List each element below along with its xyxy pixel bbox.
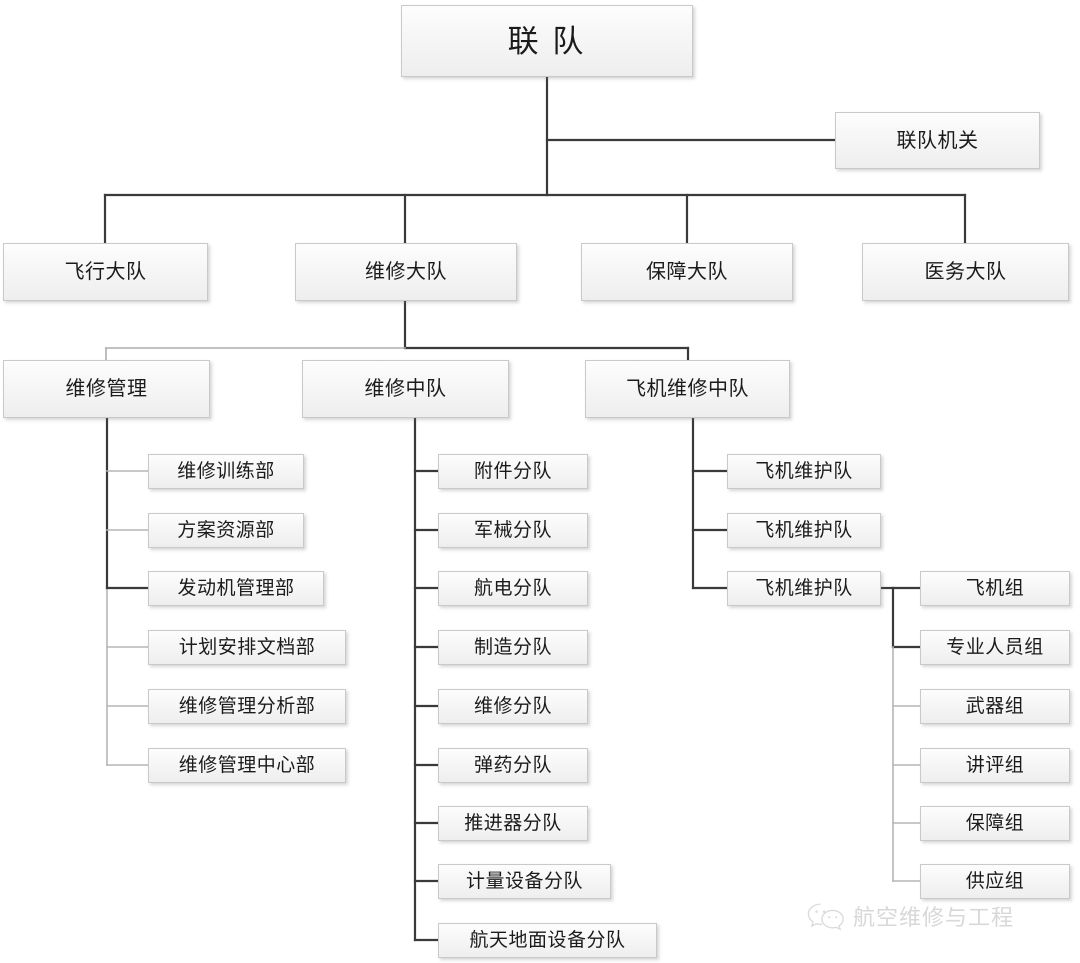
leaf-as-1-label: 飞机维护队 <box>755 520 853 541</box>
leaf-team-2-label: 武器组 <box>965 696 1025 717</box>
leaf-as-0[interactable]: 飞机维护队 <box>727 454 881 489</box>
leaf-mm-1-label: 方案资源部 <box>177 520 275 541</box>
leaf-mm-4-label: 维修管理分析部 <box>178 696 316 717</box>
node-aircraft-maintenance-squadron[interactable]: 飞机维修中队 <box>585 360 790 418</box>
watermark: 航空维修与工程 <box>806 900 1014 932</box>
leaf-team-0-label: 飞机组 <box>965 578 1025 599</box>
node-root[interactable]: 联 队 <box>401 5 693 77</box>
node-aircraft-maintenance-squadron-label: 飞机维修中队 <box>626 378 749 400</box>
leaf-team-0[interactable]: 飞机组 <box>920 571 1070 606</box>
leaf-as-0-label: 飞机维护队 <box>755 461 853 482</box>
leaf-ms-0-label: 附件分队 <box>473 461 552 482</box>
leaf-mm-4[interactable]: 维修管理分析部 <box>148 689 346 724</box>
leaf-ms-5[interactable]: 弹药分队 <box>438 748 588 783</box>
leaf-ms-0[interactable]: 附件分队 <box>438 454 588 489</box>
node-maintenance-management-label: 维修管理 <box>65 378 148 400</box>
leaf-ms-5-label: 弹药分队 <box>473 755 552 776</box>
leaf-as-2-label: 飞机维护队 <box>755 578 853 599</box>
leaf-team-3[interactable]: 讲评组 <box>920 748 1070 783</box>
leaf-mm-2-label: 发动机管理部 <box>177 578 295 599</box>
leaf-mm-3[interactable]: 计划安排文档部 <box>148 630 346 665</box>
node-medical-group[interactable]: 医务大队 <box>862 243 1069 301</box>
leaf-ms-8-label: 航天地面设备分队 <box>469 930 626 951</box>
leaf-ms-6[interactable]: 推进器分队 <box>438 806 588 841</box>
leaf-mm-1[interactable]: 方案资源部 <box>148 513 304 548</box>
leaf-mm-0[interactable]: 维修训练部 <box>148 454 304 489</box>
node-maintenance-management[interactable]: 维修管理 <box>3 360 210 418</box>
leaf-ms-4[interactable]: 维修分队 <box>438 689 588 724</box>
leaf-mm-5-label: 维修管理中心部 <box>178 755 316 776</box>
leaf-team-5[interactable]: 供应组 <box>920 864 1070 899</box>
leaf-ms-7[interactable]: 计量设备分队 <box>438 864 611 899</box>
leaf-team-1-label: 专业人员组 <box>946 637 1044 658</box>
leaf-mm-0-label: 维修训练部 <box>177 461 275 482</box>
node-staff-label: 联队机关 <box>896 129 979 152</box>
leaf-ms-1-label: 军械分队 <box>473 520 552 541</box>
leaf-ms-3-label: 制造分队 <box>473 637 552 658</box>
leaf-as-2[interactable]: 飞机维护队 <box>727 571 881 606</box>
leaf-ms-3[interactable]: 制造分队 <box>438 630 588 665</box>
node-flight-group[interactable]: 飞行大队 <box>3 243 208 301</box>
leaf-team-4-label: 保障组 <box>965 813 1025 834</box>
watermark-text: 航空维修与工程 <box>853 905 1015 930</box>
leaf-mm-3-label: 计划安排文档部 <box>178 637 316 658</box>
leaf-team-2[interactable]: 武器组 <box>920 689 1070 724</box>
node-support-group-label: 保障大队 <box>646 261 728 283</box>
leaf-ms-4-label: 维修分队 <box>473 696 552 717</box>
leaf-ms-2[interactable]: 航电分队 <box>438 571 588 606</box>
leaf-as-1[interactable]: 飞机维护队 <box>727 513 881 548</box>
leaf-ms-8[interactable]: 航天地面设备分队 <box>438 923 657 958</box>
leaf-team-1[interactable]: 专业人员组 <box>920 630 1070 665</box>
leaf-mm-2[interactable]: 发动机管理部 <box>148 571 324 606</box>
node-maintenance-group[interactable]: 维修大队 <box>295 243 517 301</box>
leaf-team-3-label: 讲评组 <box>965 755 1025 776</box>
node-root-label: 联 队 <box>507 23 587 59</box>
leaf-ms-6-label: 推进器分队 <box>464 813 562 834</box>
node-maintenance-squadron-label: 维修中队 <box>364 378 447 400</box>
leaf-team-5-label: 供应组 <box>965 871 1025 892</box>
node-maintenance-squadron[interactable]: 维修中队 <box>302 360 509 418</box>
node-maintenance-group-label: 维修大队 <box>365 261 447 283</box>
node-support-group[interactable]: 保障大队 <box>581 243 793 301</box>
leaf-ms-7-label: 计量设备分队 <box>465 871 583 892</box>
node-flight-group-label: 飞行大队 <box>64 261 147 283</box>
leaf-team-4[interactable]: 保障组 <box>920 806 1070 841</box>
leaf-mm-5[interactable]: 维修管理中心部 <box>148 748 346 783</box>
leaf-ms-1[interactable]: 军械分队 <box>438 513 588 548</box>
leaf-ms-2-label: 航电分队 <box>473 578 552 599</box>
wechat-icon <box>807 903 844 931</box>
node-staff[interactable]: 联队机关 <box>835 112 1040 169</box>
node-medical-group-label: 医务大队 <box>924 261 1007 283</box>
